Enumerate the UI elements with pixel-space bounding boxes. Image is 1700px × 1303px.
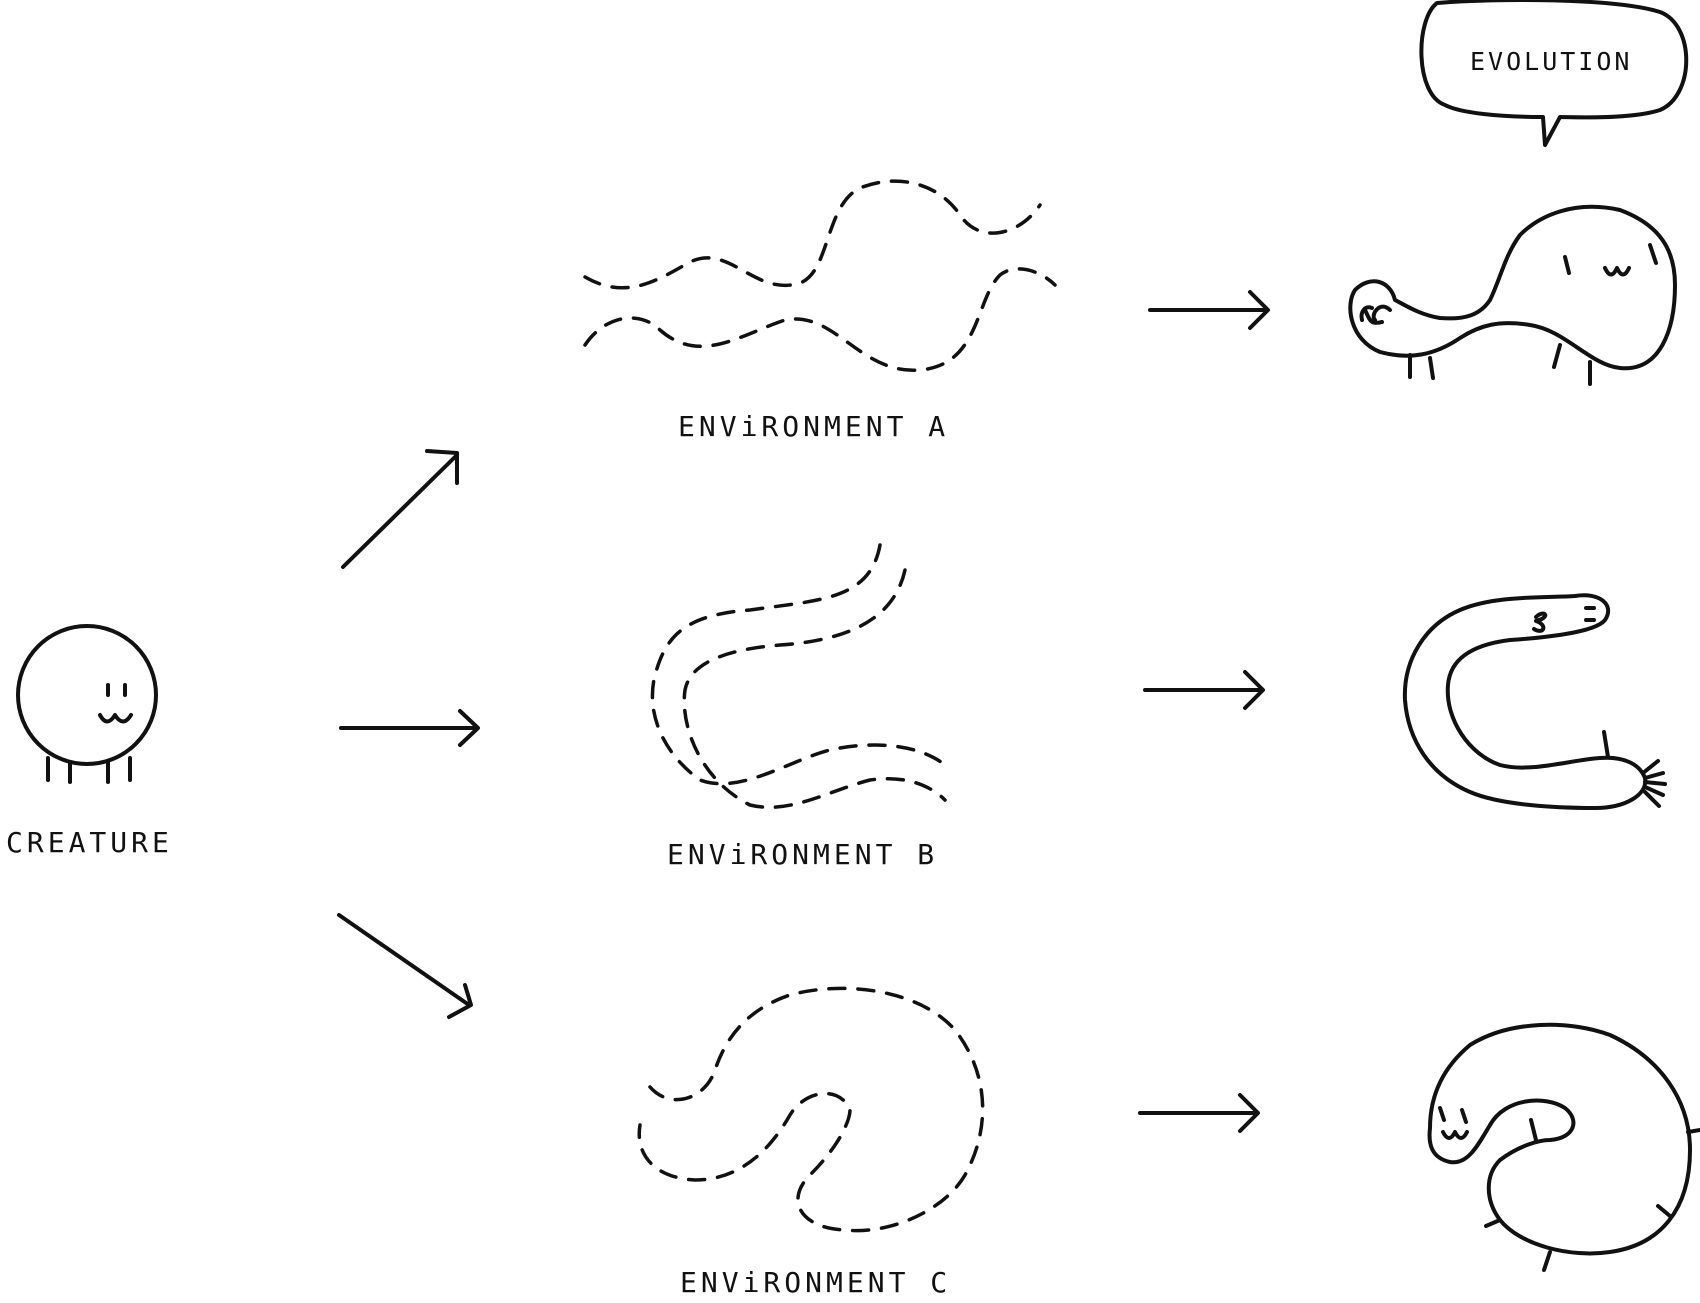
creature-body <box>16 624 158 766</box>
evolved-b-eyes <box>1584 606 1596 622</box>
arrow-to-evolved-c <box>1138 1093 1260 1133</box>
arrow-to-evolved-b <box>1143 670 1265 710</box>
arrow-to-environment-c <box>337 913 473 1019</box>
speech-bubble <box>1419 0 1689 147</box>
arrow-to-environment-a <box>341 449 459 569</box>
creature-legs <box>46 756 132 784</box>
environment-b-label: ENViRONMENT B <box>667 838 938 871</box>
creature <box>16 624 158 784</box>
environment-a-shape <box>583 179 1057 372</box>
arrow-to-environment-b <box>339 709 480 747</box>
creature-eyes <box>106 683 127 697</box>
evolved-a-mouth <box>1603 266 1631 277</box>
creature-mouth <box>98 713 133 724</box>
arrow-to-evolved-a <box>1148 290 1270 330</box>
evolved-creature-c <box>1427 1022 1700 1272</box>
environment-c-shape <box>637 986 985 1233</box>
speech-bubble-text: EVOLUTION <box>1470 47 1632 76</box>
environment-a-label: ENViRONMENT A <box>678 410 949 443</box>
evolved-b-mouth <box>1532 611 1548 633</box>
evolved-a-eye <box>1563 255 1571 275</box>
evolved-creature-a <box>1348 204 1677 386</box>
environment-c-label: ENViRONMENT C <box>680 1266 951 1299</box>
environment-b-shape <box>650 543 947 810</box>
evolved-c-mouth <box>1441 1130 1469 1140</box>
evolved-creature-b <box>1402 593 1667 810</box>
evolved-c-eyes <box>1438 1106 1468 1124</box>
creature-label: CREATURE <box>6 826 173 859</box>
